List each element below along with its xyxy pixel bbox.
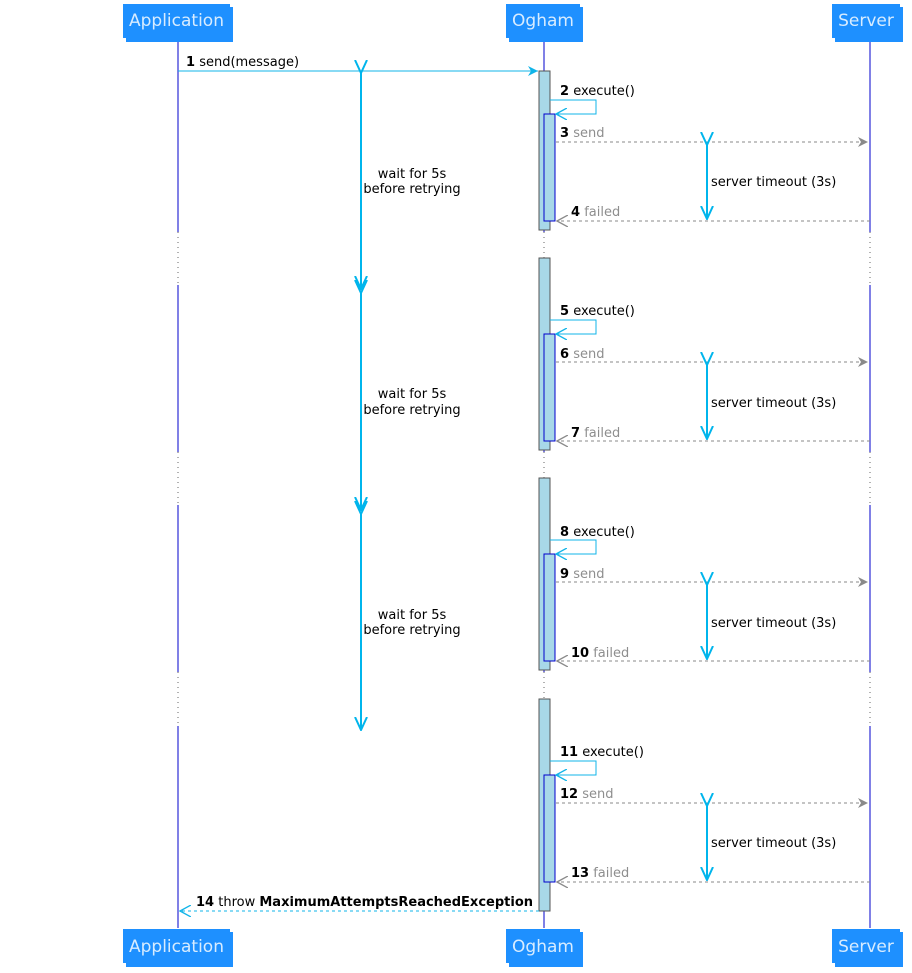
participant-label: Server xyxy=(838,937,894,957)
message-7-failed: 7 failed xyxy=(557,426,870,441)
message-number: 2 xyxy=(560,84,569,99)
duration-label-line2: before retrying xyxy=(363,403,460,418)
message-number: 14 xyxy=(196,895,214,910)
message-number: 13 xyxy=(571,866,589,881)
svg-text:12 send: 12 send xyxy=(560,787,614,802)
svg-text:3 send: 3 send xyxy=(560,126,604,141)
duration-wait-retry: wait for 5s before retrying xyxy=(361,514,461,730)
duration-label-line2: before retrying xyxy=(363,182,460,197)
message-2-execute: 2 execute() xyxy=(550,84,635,114)
participant-box xyxy=(506,4,580,38)
svg-text:10 failed: 10 failed xyxy=(571,646,629,661)
message-text: send xyxy=(573,126,604,141)
duration-label: server timeout (3s) xyxy=(711,836,836,851)
message-number: 1 xyxy=(186,55,195,70)
participant-label: Ogham xyxy=(512,937,574,957)
participant-server-top: Server xyxy=(832,4,903,42)
message-number: 11 xyxy=(560,745,578,760)
duration-label: server timeout (3s) xyxy=(711,175,836,190)
duration-server-timeout: server timeout (3s) xyxy=(707,365,836,439)
svg-text:9 send: 9 send xyxy=(560,567,604,582)
message-text: failed xyxy=(584,426,620,441)
message-text: failed xyxy=(584,205,620,220)
message-1-send-message: 1 send(message) xyxy=(178,55,538,76)
svg-text:14 throw MaximumAttemptsReache: 14 throw MaximumAttemptsReachedException xyxy=(196,895,533,910)
message-text: send(message) xyxy=(199,55,299,70)
message-text: send xyxy=(573,347,604,362)
message-text: execute() xyxy=(573,525,635,540)
activation-ogham-execute xyxy=(543,113,556,222)
duration-label: server timeout (3s) xyxy=(711,616,836,631)
participant-application-bottom: Application xyxy=(123,929,233,967)
duration-server-timeout: server timeout (3s) xyxy=(707,145,836,219)
message-number: 4 xyxy=(571,205,580,220)
participant-label: Server xyxy=(838,11,894,31)
svg-text:13 failed: 13 failed xyxy=(571,866,629,881)
message-11-execute: 11 execute() xyxy=(550,745,644,775)
message-4-failed: 4 failed xyxy=(557,205,870,221)
message-text: throw xyxy=(218,895,259,910)
message-number: 9 xyxy=(560,567,569,582)
activation-ogham-execute xyxy=(543,774,556,883)
message-text: execute() xyxy=(582,745,644,760)
message-3-send: 3 send xyxy=(556,126,868,147)
duration-server-timeout: server timeout (3s) xyxy=(707,585,836,659)
message-text: execute() xyxy=(573,84,635,99)
svg-text:4 failed: 4 failed xyxy=(571,205,620,220)
message-text: send xyxy=(582,787,613,802)
participant-box xyxy=(832,929,900,963)
participant-label: Application xyxy=(129,937,224,957)
message-number: 5 xyxy=(560,304,569,319)
message-10-failed: 10 failed xyxy=(557,646,870,661)
duration-server-timeout: server timeout (3s) xyxy=(707,806,836,880)
message-text: failed xyxy=(593,866,629,881)
participant-box xyxy=(832,4,900,38)
participant-application-top: Application xyxy=(123,4,233,42)
message-12-send: 12 send xyxy=(556,787,868,808)
message-9-send: 9 send xyxy=(556,567,868,587)
svg-text:7 failed: 7 failed xyxy=(571,426,620,441)
participant-label: Application xyxy=(129,11,224,31)
participant-ogham-bottom: Ogham xyxy=(506,929,583,967)
exception-name: MaximumAttemptsReachedException xyxy=(259,895,533,910)
duration-label-line1: wait for 5s xyxy=(378,387,447,402)
participant-box xyxy=(123,4,230,38)
message-number: 12 xyxy=(560,787,578,802)
message-number: 8 xyxy=(560,525,569,540)
participant-server-bottom: Server xyxy=(832,929,903,967)
participant-box xyxy=(506,929,580,963)
message-14-throw-exception: 14 throw MaximumAttemptsReachedException xyxy=(180,895,539,911)
participant-label: Ogham xyxy=(512,11,574,31)
activation-ogham-execute xyxy=(543,553,556,662)
svg-text:2 execute(): 2 execute() xyxy=(560,84,635,99)
duration-wait-retry: wait for 5s before retrying xyxy=(361,73,461,289)
duration-label-line1: wait for 5s xyxy=(378,608,447,623)
message-text: send xyxy=(573,567,604,582)
message-6-send: 6 send xyxy=(556,347,868,367)
message-text: failed xyxy=(593,646,629,661)
duration-wait-retry: wait for 5s before retrying xyxy=(361,293,461,510)
duration-label: server timeout (3s) xyxy=(711,396,836,411)
message-number: 3 xyxy=(560,126,569,141)
participant-box xyxy=(123,929,230,963)
duration-label-line2: before retrying xyxy=(363,623,460,638)
message-number: 6 xyxy=(560,347,569,362)
message-number: 7 xyxy=(571,426,580,441)
svg-text:1 send(message): 1 send(message) xyxy=(186,55,299,70)
duration-label-line1: wait for 5s xyxy=(378,167,447,182)
svg-text:8 execute(): 8 execute() xyxy=(560,525,635,540)
svg-text:11 execute(): 11 execute() xyxy=(560,745,644,760)
message-8-execute: 8 execute() xyxy=(550,525,635,554)
message-text: execute() xyxy=(573,304,635,319)
message-number: 10 xyxy=(571,646,589,661)
message-5-execute: 5 execute() xyxy=(550,304,635,334)
activation-ogham-execute xyxy=(543,333,556,442)
svg-text:6 send: 6 send xyxy=(560,347,604,362)
participant-ogham-top: Ogham xyxy=(506,4,583,42)
message-13-failed: 13 failed xyxy=(557,866,870,882)
svg-text:5 execute(): 5 execute() xyxy=(560,304,635,319)
